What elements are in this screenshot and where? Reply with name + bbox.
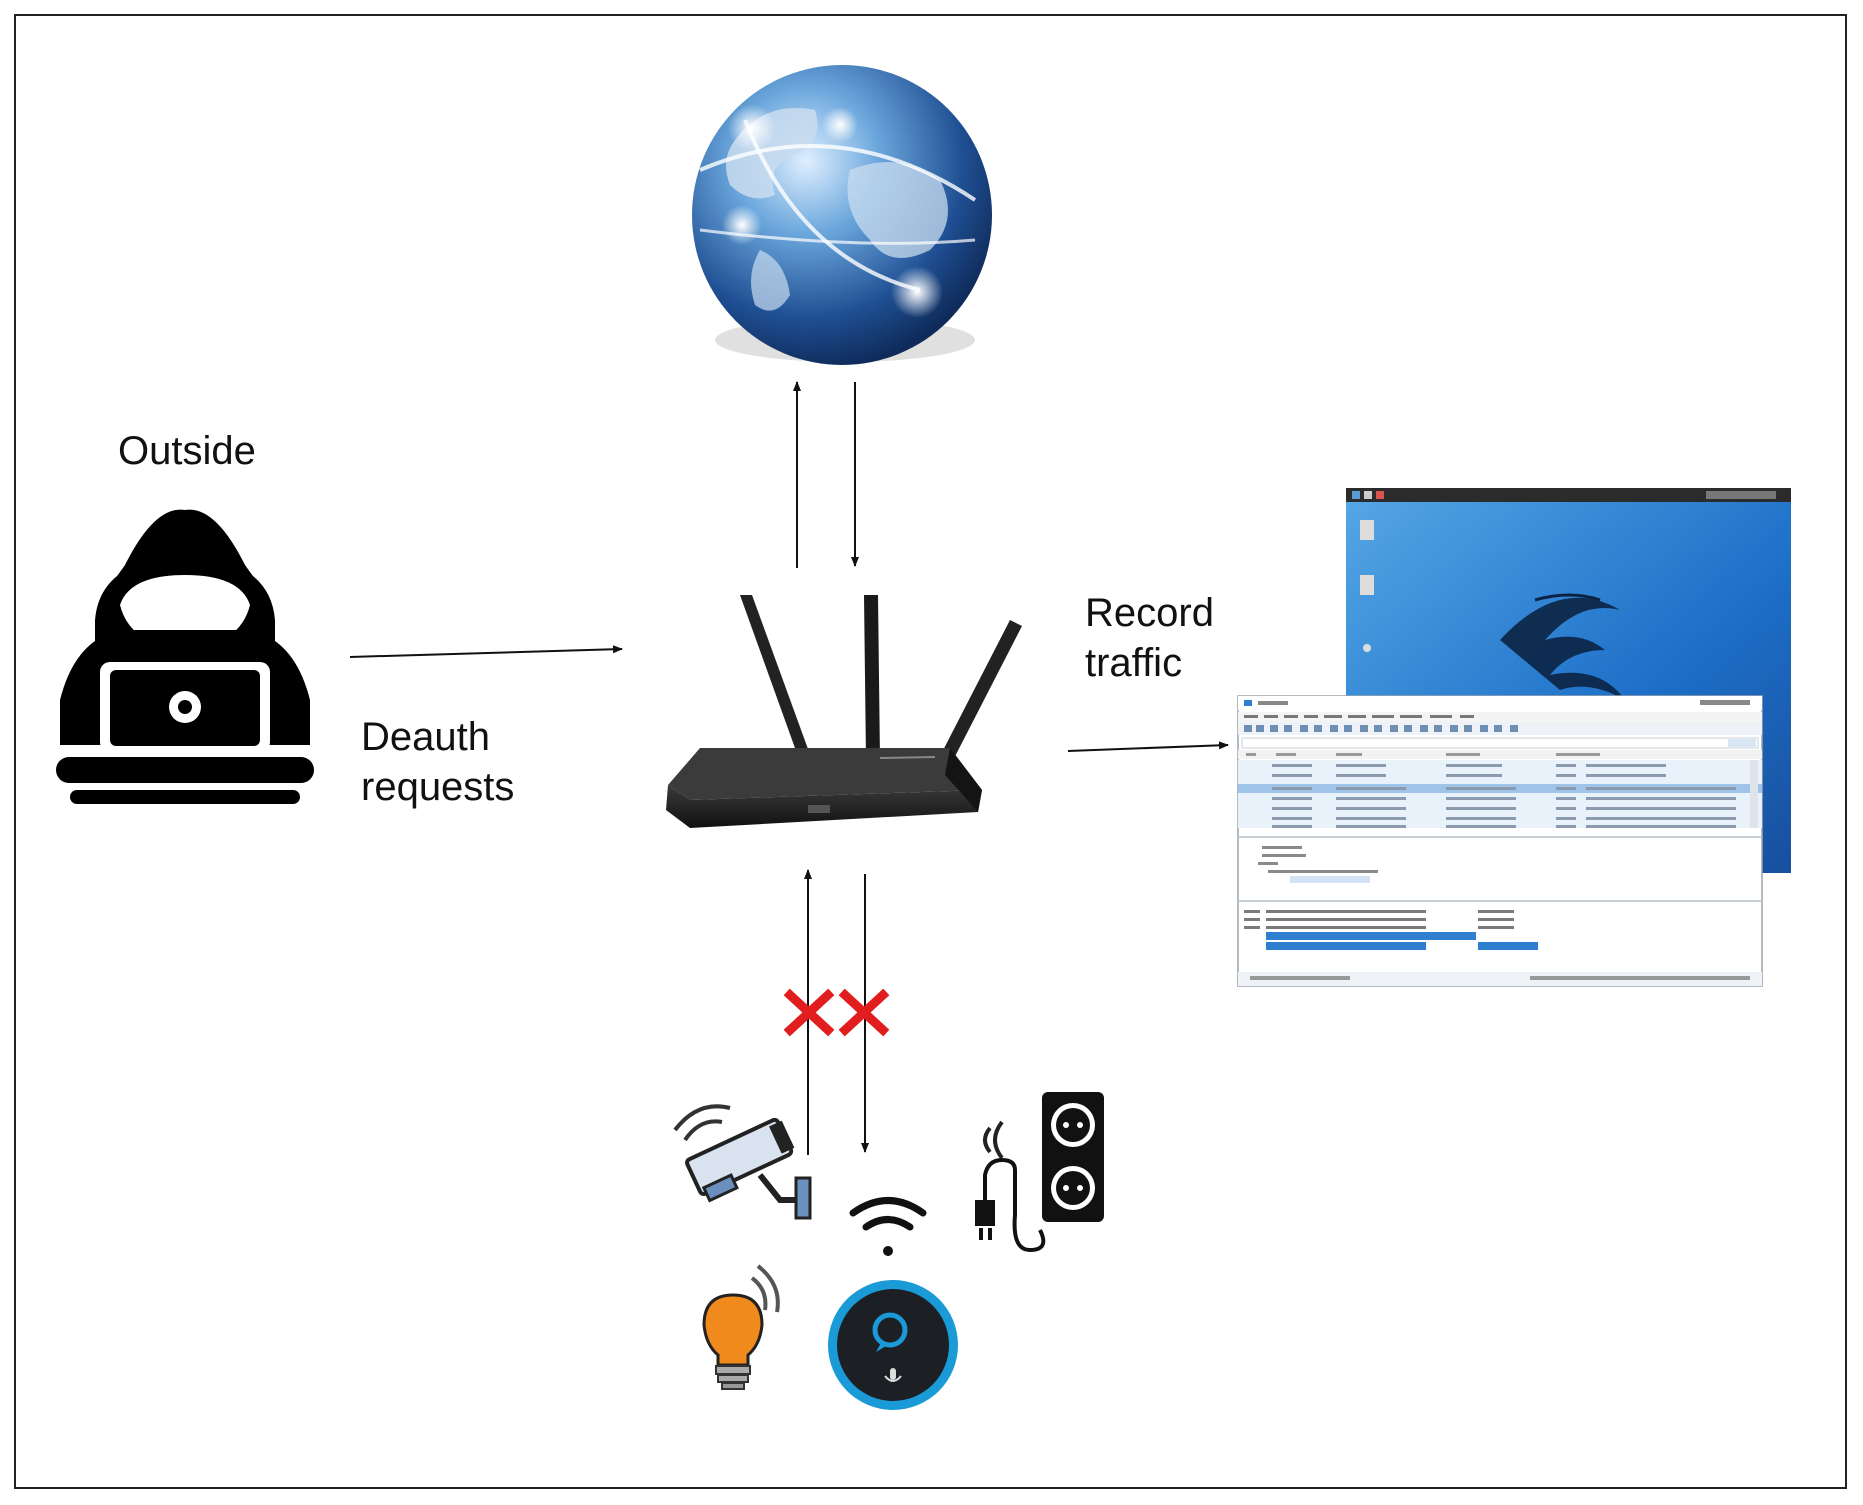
deauth-label-line1: Deauth <box>361 715 490 759</box>
deauth-label-line2: requests <box>361 765 515 809</box>
wireshark-window-screenshot <box>1237 695 1763 987</box>
record-label-line2: traffic <box>1085 641 1183 685</box>
arrow-router-to-capture <box>1067 741 1229 752</box>
blocked-x-icon <box>838 988 890 1037</box>
record-label-line1: Record <box>1085 591 1214 635</box>
arrow-attacker-to-router <box>349 645 623 658</box>
wifi-signal-icon <box>849 1197 927 1256</box>
security-camera-icon <box>673 1104 812 1220</box>
outside-label: Outside <box>118 429 256 473</box>
smart-speaker-icon <box>828 1280 958 1410</box>
smart-plug-icon <box>975 1092 1104 1253</box>
blocked-x-icon <box>783 988 835 1037</box>
record-traffic-label: Record traffic <box>1085 588 1214 688</box>
globe-icon <box>692 65 992 365</box>
smart-bulb-icon <box>702 1264 780 1390</box>
diagram-frame <box>14 14 1847 1489</box>
wifi-router-icon <box>666 595 1022 828</box>
hacker-laptop-icon <box>56 509 314 804</box>
deauth-requests-label: Deauth requests <box>361 712 514 812</box>
